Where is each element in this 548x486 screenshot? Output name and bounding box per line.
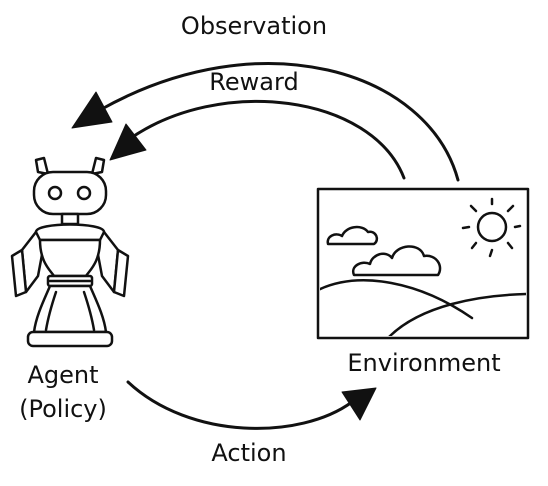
action-arrow — [126, 380, 377, 430]
cloud-icon — [326, 225, 379, 246]
sun-icon — [461, 197, 522, 258]
cloud-icon — [351, 245, 442, 277]
robot-head — [32, 170, 108, 216]
action-arrowhead — [341, 387, 377, 421]
policy-label: (Policy) — [19, 395, 107, 423]
reward-label: Reward — [209, 68, 298, 96]
hill-right — [388, 292, 526, 336]
robot-ear-left — [34, 156, 50, 176]
environment-label: Environment — [347, 349, 500, 377]
reward-arrow — [109, 99, 406, 180]
robot-torso — [38, 238, 102, 278]
robot-base — [32, 284, 108, 334]
action-label: Action — [211, 439, 286, 467]
environment-frame — [316, 187, 530, 340]
robot-foot-plate — [26, 330, 114, 348]
reward-arrowhead — [109, 123, 147, 161]
robot-eye-left — [47, 185, 63, 201]
observation-label: Observation — [181, 12, 327, 40]
robot-neck — [60, 212, 80, 226]
robot-hand-left — [10, 248, 28, 298]
robot-ear-right — [90, 156, 106, 176]
robot-eye-right — [76, 185, 92, 201]
hill-left — [320, 279, 474, 320]
landscape-picture-icon — [316, 187, 530, 340]
observation-arrow — [71, 62, 460, 182]
observation-arrowhead — [71, 91, 113, 129]
robot-hand-right — [112, 248, 130, 298]
robot-shoulders — [34, 223, 106, 242]
robot-icon — [10, 156, 130, 348]
agent-label: Agent — [27, 361, 98, 389]
